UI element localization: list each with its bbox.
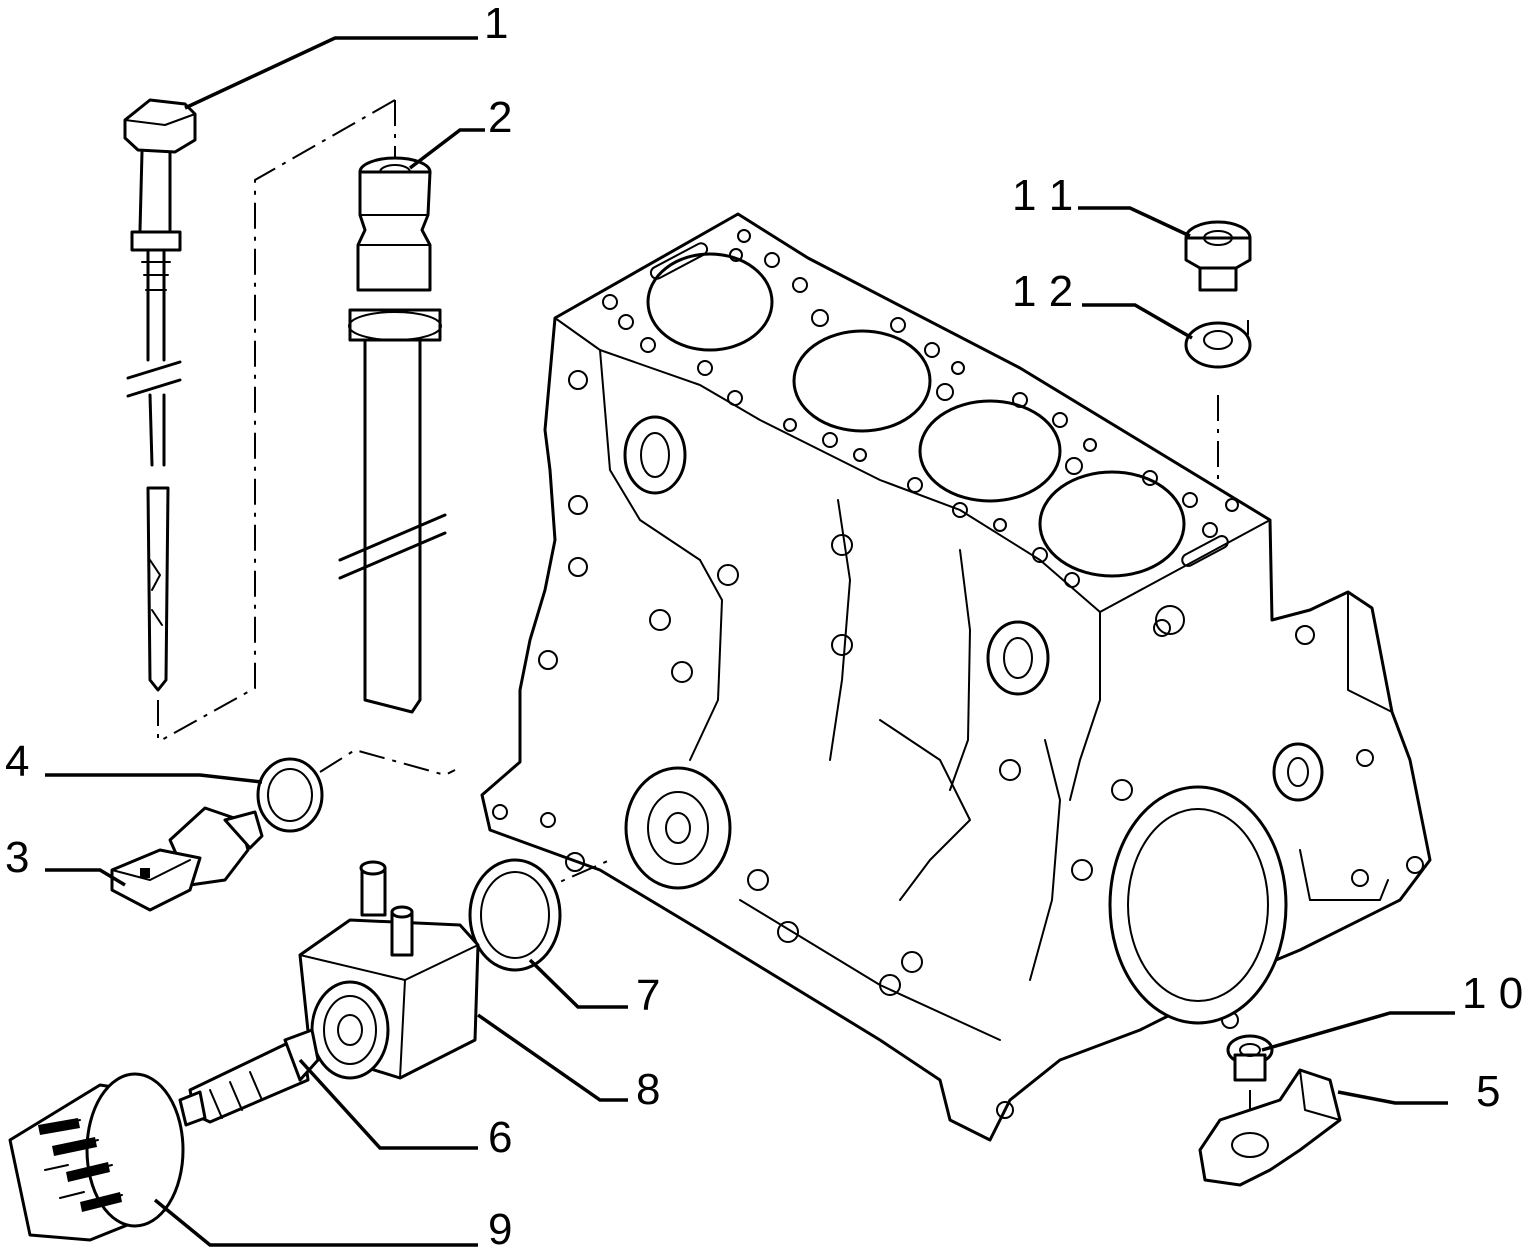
leader-3: [45, 868, 126, 887]
part-12-washer: [1184, 321, 1252, 369]
engine-block: [480, 212, 1432, 1142]
part-4-o-ring: [256, 757, 324, 833]
leader-4: [45, 773, 263, 784]
leader-12: [1082, 303, 1193, 340]
leader-10: [1261, 1011, 1455, 1052]
callout-leaders: [45, 36, 1455, 1247]
block-bosses: [492, 370, 1424, 1119]
part-2-dipstick-tube: [338, 156, 447, 714]
part-11-plug: [1184, 220, 1252, 292]
leader-6: [298, 1058, 478, 1150]
callout-4: 4: [5, 737, 29, 786]
part-1-dipstick: [123, 98, 197, 692]
part-7-seal-ring: [468, 858, 562, 972]
part-6-threaded-stud: [178, 1028, 320, 1127]
crank-bore: [1108, 785, 1288, 1025]
part-3-pressure-sender: [110, 806, 264, 912]
deck-holes: [602, 229, 1239, 588]
callout-8: 8: [636, 1065, 660, 1114]
part-10-screw: [1226, 1034, 1274, 1082]
leader-8: [476, 1013, 628, 1102]
callout-9: 9: [488, 1205, 512, 1249]
leader-11: [1078, 206, 1191, 238]
part-9-oil-filter: [8, 1072, 185, 1242]
filter-mount-boss: [624, 766, 732, 890]
leader-7: [528, 958, 628, 1009]
callout-7: 7: [636, 971, 660, 1020]
callout-1: 1: [484, 0, 508, 48]
part-5-bracket: [1198, 1068, 1342, 1187]
callout-labels: 1 2 3 4 5 6 7 8 9 1 0 1 1 1 2: [5, 0, 1523, 1249]
callout-11: 1 1: [1012, 171, 1073, 220]
callout-5: 5: [1476, 1067, 1500, 1116]
leader-9: [153, 1198, 478, 1247]
callout-6: 6: [488, 1113, 512, 1162]
part-8-oil-cooler: [298, 860, 480, 1080]
leader-1: [184, 36, 478, 110]
cylinder-bores: [646, 252, 1186, 578]
callout-2: 2: [488, 93, 512, 142]
callout-3: 3: [5, 833, 29, 882]
leader-2: [408, 128, 485, 170]
leader-5: [1337, 1090, 1448, 1105]
callout-10: 1 0: [1462, 969, 1523, 1018]
callout-12: 1 2: [1012, 267, 1073, 316]
